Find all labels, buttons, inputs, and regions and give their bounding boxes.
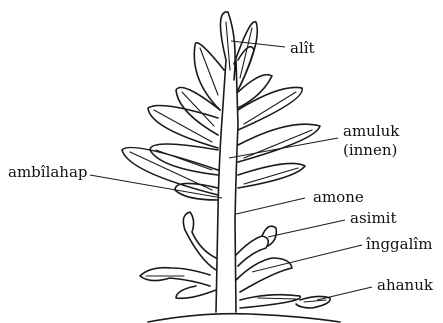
- leader-amone: [236, 198, 305, 214]
- lower-left-shoot: [140, 212, 216, 298]
- label-asimit: asimit: [350, 209, 397, 227]
- label-amuluk: amuluk: [343, 122, 399, 140]
- label-amone: amone: [313, 188, 364, 206]
- label-ahanuk: ahanuk: [377, 276, 433, 294]
- leaf-right: [238, 75, 320, 188]
- leader-ambilahap: [90, 175, 222, 198]
- label-ambilahap: ambîlahap: [8, 163, 88, 181]
- leader-asimit: [268, 220, 345, 237]
- lower-right-shoot: [236, 226, 300, 308]
- label-alit: alît: [290, 39, 315, 57]
- leader-lines: [90, 41, 372, 300]
- leader-ahanuk: [317, 287, 372, 300]
- leader-alit: [231, 41, 285, 47]
- ground-line: [148, 314, 340, 322]
- main-stem: [216, 60, 238, 312]
- label-innen: (innen): [343, 141, 397, 159]
- label-inggalim: înggalîm: [366, 235, 432, 253]
